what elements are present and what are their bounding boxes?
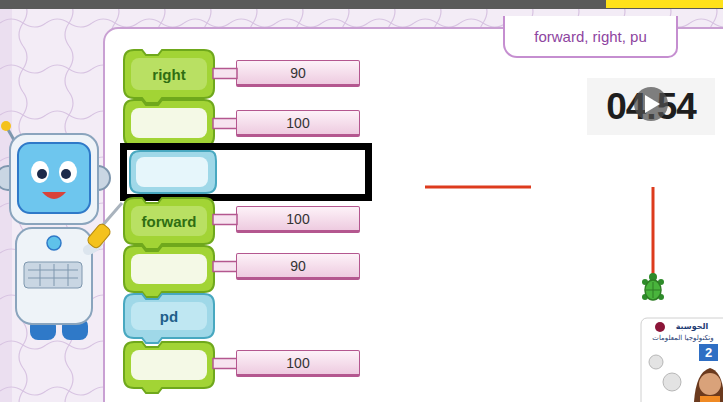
robot-pupil bbox=[61, 169, 71, 179]
block-slot bbox=[131, 350, 207, 380]
book-cover bbox=[641, 318, 723, 402]
robot-screen bbox=[18, 143, 90, 213]
command-block: forward bbox=[124, 198, 214, 244]
turtle-trail bbox=[652, 187, 655, 277]
block-slot bbox=[131, 108, 207, 138]
book-icon bbox=[663, 373, 681, 391]
robot-keyboard bbox=[24, 262, 82, 288]
block-slot bbox=[131, 206, 207, 236]
value-connector bbox=[213, 215, 237, 225]
value-tab bbox=[213, 119, 237, 129]
book-grade: 2 bbox=[699, 344, 718, 361]
block-outline bbox=[124, 342, 214, 393]
robot-body bbox=[16, 228, 92, 324]
block-slot bbox=[131, 302, 207, 330]
block-outline bbox=[124, 294, 214, 343]
turtle-shell-line bbox=[646, 282, 660, 298]
block-slot bbox=[131, 58, 207, 90]
empty-block bbox=[124, 342, 214, 393]
block-slot bbox=[136, 157, 208, 187]
block-outline bbox=[130, 151, 216, 193]
top-bar bbox=[0, 0, 723, 9]
node-text: 100 bbox=[286, 115, 309, 131]
girl-shirt bbox=[700, 396, 720, 402]
book-page bbox=[641, 318, 723, 402]
value-box: 90 bbox=[236, 253, 360, 280]
hidden-block bbox=[130, 151, 216, 193]
block-outline bbox=[124, 198, 214, 249]
value-box: 100 bbox=[236, 110, 360, 137]
robot-eye bbox=[59, 161, 77, 183]
node-text: 100 bbox=[286, 355, 309, 371]
book-number-band bbox=[699, 344, 718, 361]
screwdriver-handle bbox=[86, 222, 112, 249]
node-text: right bbox=[152, 66, 185, 83]
robot-pupil bbox=[37, 169, 47, 179]
value-connector bbox=[213, 69, 237, 79]
book-title: الحوسبة bbox=[664, 321, 720, 332]
timer-card bbox=[587, 78, 715, 135]
book-icon bbox=[649, 355, 663, 369]
robot-antenna-tip bbox=[1, 121, 11, 131]
hint-box: forward, right, pu bbox=[503, 16, 678, 58]
robot-button bbox=[47, 236, 61, 250]
pen-block: pd bbox=[124, 294, 214, 338]
node-text: 90 bbox=[290, 258, 306, 274]
girl-face bbox=[699, 373, 721, 395]
top-yellow-bar bbox=[606, 0, 723, 8]
screwdriver-shaft bbox=[102, 203, 122, 226]
value-box: 100 bbox=[236, 206, 360, 233]
timer-text: 04:54 bbox=[587, 78, 715, 135]
white-panel bbox=[104, 28, 723, 402]
turtle-trail bbox=[425, 186, 531, 189]
value-tab bbox=[213, 262, 237, 272]
turtle-shell bbox=[645, 280, 661, 300]
block-outline bbox=[124, 246, 214, 297]
value-box: 90 bbox=[236, 60, 360, 87]
empty-block bbox=[124, 246, 214, 297]
value-box: 100 bbox=[236, 350, 360, 377]
redaction-frame bbox=[124, 147, 369, 198]
robot bbox=[0, 121, 122, 340]
value-tab bbox=[213, 359, 237, 369]
block-outline bbox=[124, 50, 214, 103]
node-text: 90 bbox=[290, 65, 306, 81]
robot-head bbox=[10, 134, 98, 224]
node-text: forward bbox=[141, 213, 196, 230]
play-icon bbox=[645, 95, 660, 113]
book-subtitle: وتكنولوجيا المعلومات bbox=[646, 332, 720, 343]
command-block: right bbox=[124, 50, 214, 98]
redaction-fill bbox=[124, 147, 368, 197]
book-logo bbox=[655, 322, 665, 332]
node-text: forward, right, pu bbox=[534, 28, 647, 45]
robot-mouth bbox=[42, 192, 66, 199]
node-text: 100 bbox=[286, 211, 309, 227]
robot-eye bbox=[31, 161, 49, 183]
turtle bbox=[642, 273, 664, 300]
block-slot bbox=[131, 254, 207, 284]
robot-keys bbox=[28, 264, 78, 286]
node-text: pd bbox=[160, 308, 178, 325]
play-button bbox=[634, 87, 668, 121]
